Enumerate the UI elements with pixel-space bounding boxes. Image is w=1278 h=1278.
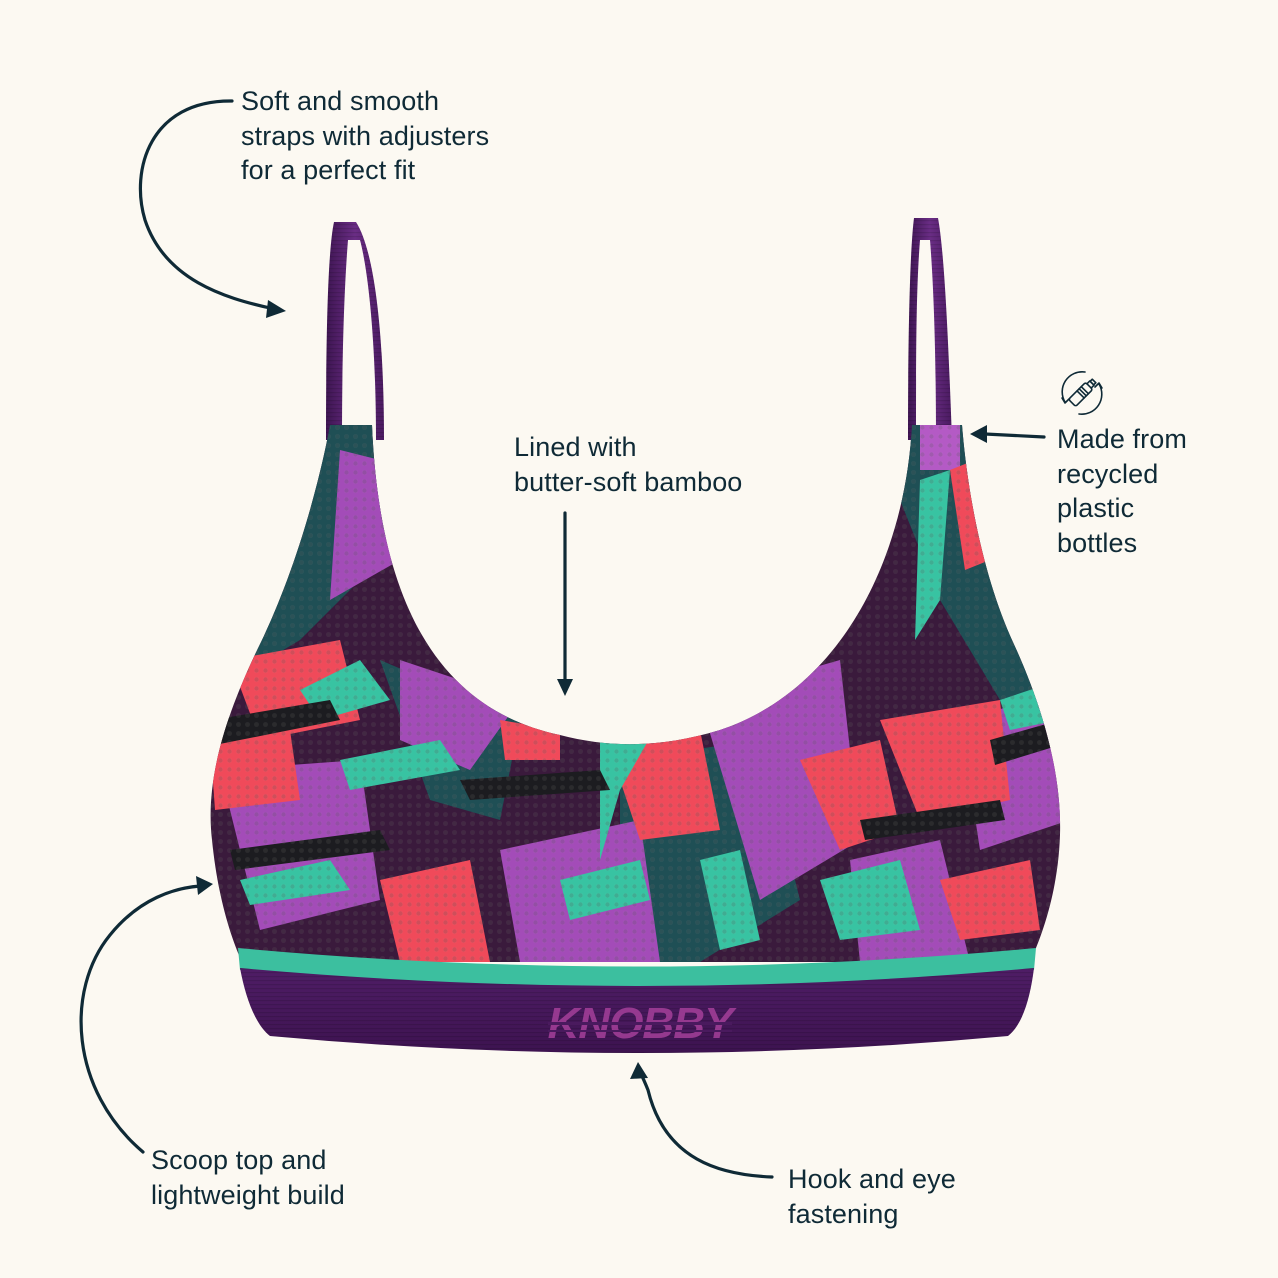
trim — [238, 948, 1036, 988]
recycled-bottle-icon — [1061, 371, 1103, 415]
callout-line: recycled — [1057, 458, 1159, 489]
callout-line: Soft and smooth — [241, 86, 440, 116]
arrow-straps — [138, 99, 272, 310]
arrow-scoop — [79, 884, 202, 1154]
callout-line: butter-soft bamboo — [514, 466, 743, 497]
arrow-hook — [638, 1070, 774, 1179]
callout-line: Made from — [1057, 424, 1187, 454]
callout-line: Scoop top and — [151, 1145, 327, 1175]
callout-line: for a perfect fit — [241, 155, 416, 185]
callout-line: fastening — [788, 1198, 899, 1229]
right-strap — [908, 218, 952, 440]
arrow-heads — [196, 300, 987, 1079]
arrow-recycled — [983, 432, 1046, 439]
callout-hook: Hook and eye fastening — [788, 1162, 956, 1231]
callout-line: lightweight build — [151, 1179, 345, 1210]
callout-line: Hook and eye — [788, 1164, 956, 1194]
callout-line: Lined with — [514, 432, 637, 462]
callout-straps: Soft and smooth straps with adjusters fo… — [241, 84, 489, 188]
callout-line: bottles — [1057, 527, 1138, 558]
callout-scoop: Scoop top and lightweight build — [151, 1143, 345, 1212]
left-strap — [326, 222, 384, 440]
underband — [240, 968, 1034, 1053]
callout-recycled: Made from recycled plastic bottles — [1057, 422, 1187, 560]
callout-lining: Lined with butter-soft bamboo — [514, 430, 742, 499]
callout-line: plastic — [1057, 493, 1135, 523]
callout-line: straps with adjusters — [241, 120, 490, 151]
